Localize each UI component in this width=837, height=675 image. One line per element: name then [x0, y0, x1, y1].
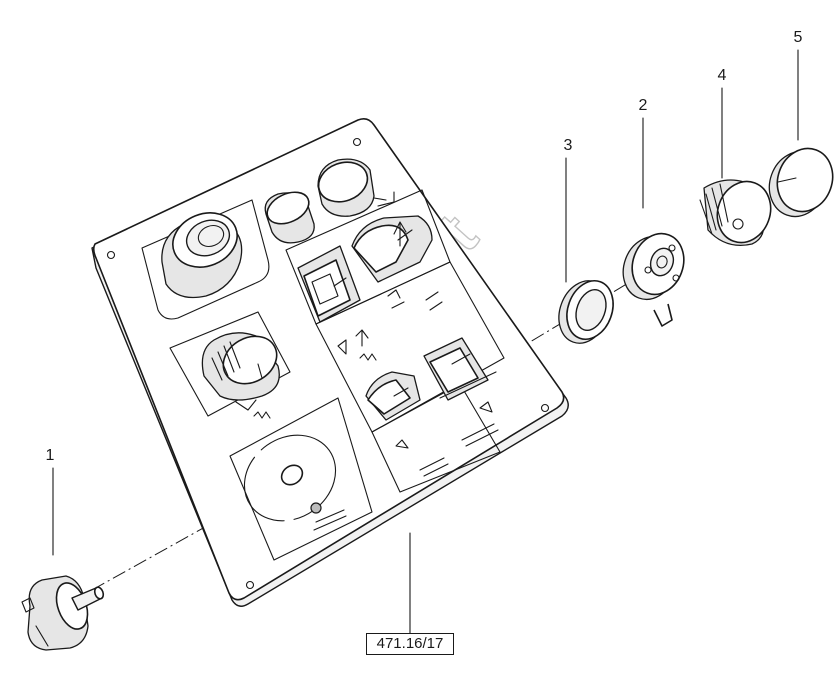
part-3-ring	[558, 280, 614, 344]
callout-5: 5	[794, 29, 803, 141]
part-5-cap	[768, 147, 834, 218]
mounting-hole	[352, 137, 362, 147]
callout-4: 4	[718, 67, 727, 179]
mounting-hole	[106, 250, 116, 260]
panel-dial-gauge	[243, 434, 347, 531]
callout-label: 2	[639, 97, 648, 114]
part-1-connector	[21, 575, 105, 651]
part-2-bezel	[622, 232, 685, 327]
callout-label: 4	[718, 67, 727, 84]
part-4-knob	[699, 179, 772, 247]
reference-code-box: 471.16/17	[366, 633, 454, 655]
indicator-buttons	[264, 158, 395, 244]
callout-3: 3	[564, 137, 573, 283]
panel-rotary-knob	[201, 332, 280, 419]
mushroom-push-button	[161, 212, 243, 299]
rocker-switch-block	[297, 215, 499, 477]
panel-recesses	[141, 189, 505, 561]
mounting-hole	[540, 403, 550, 413]
mounting-hole	[245, 580, 255, 590]
callout-label: 5	[794, 29, 803, 46]
callout-label: 1	[46, 447, 55, 464]
callout-label: 3	[564, 137, 573, 154]
callout-1: 1	[46, 447, 55, 556]
callout-2: 2	[639, 97, 648, 209]
